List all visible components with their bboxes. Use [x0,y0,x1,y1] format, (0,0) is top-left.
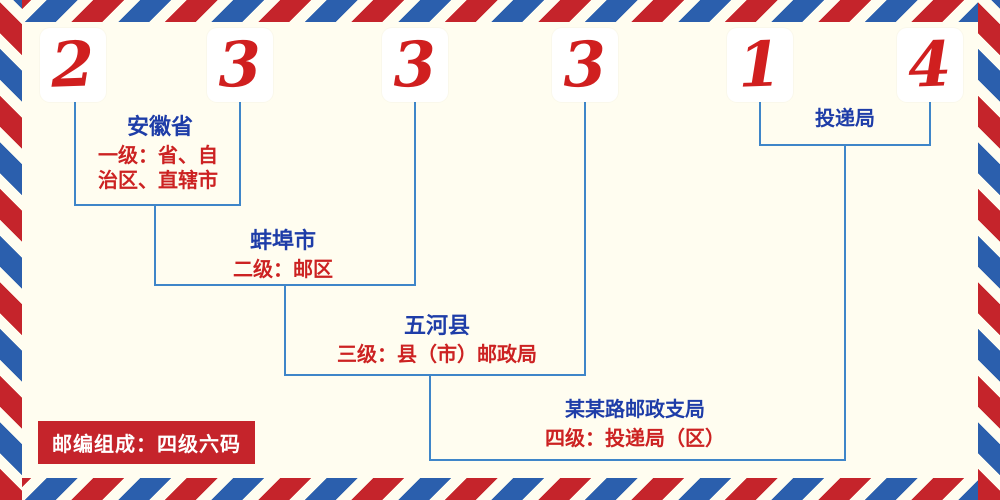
level4-branch-name: 某某路邮政支局 [565,397,705,421]
digit-box-6: 4 [897,27,963,102]
level1-description-line2: 治区、直辖市 [98,168,218,192]
postal-digit-3: 3 [392,27,438,102]
level3-description: 三级：县（市）邮政局 [337,342,537,366]
digit-box-5: 1 [727,27,793,102]
level3-region-name: 五河县 [403,314,471,339]
postal-digit-4: 3 [562,27,608,102]
level1-region-name: 安徽省 [126,115,194,140]
postal-digit-2: 3 [217,27,263,102]
postal-digit-1: 2 [50,27,96,102]
level2-region-name: 蚌埠市 [249,229,317,254]
digit-box-3: 3 [382,27,448,102]
airmail-border-top [0,0,1000,22]
level4-region-name: 投递局 [815,106,875,130]
composition-badge: 邮编组成：四级六码 [38,421,255,464]
airmail-border-bottom [0,478,1000,500]
airmail-border-left [0,0,22,500]
level1-description: 一级：省、自 治区、直辖市 [98,143,218,193]
digit-box-4: 3 [552,27,618,102]
level4-description: 四级：投递局（区） [545,426,725,450]
postal-digit-6: 4 [907,27,953,102]
airmail-border-right [978,0,1000,500]
level2-description: 二级：邮区 [233,257,333,281]
postal-digit-5: 1 [737,27,783,102]
level1-description-line1: 一级：省、自 [98,143,218,167]
digit-box-1: 2 [40,27,106,102]
digit-box-2: 3 [207,27,273,102]
